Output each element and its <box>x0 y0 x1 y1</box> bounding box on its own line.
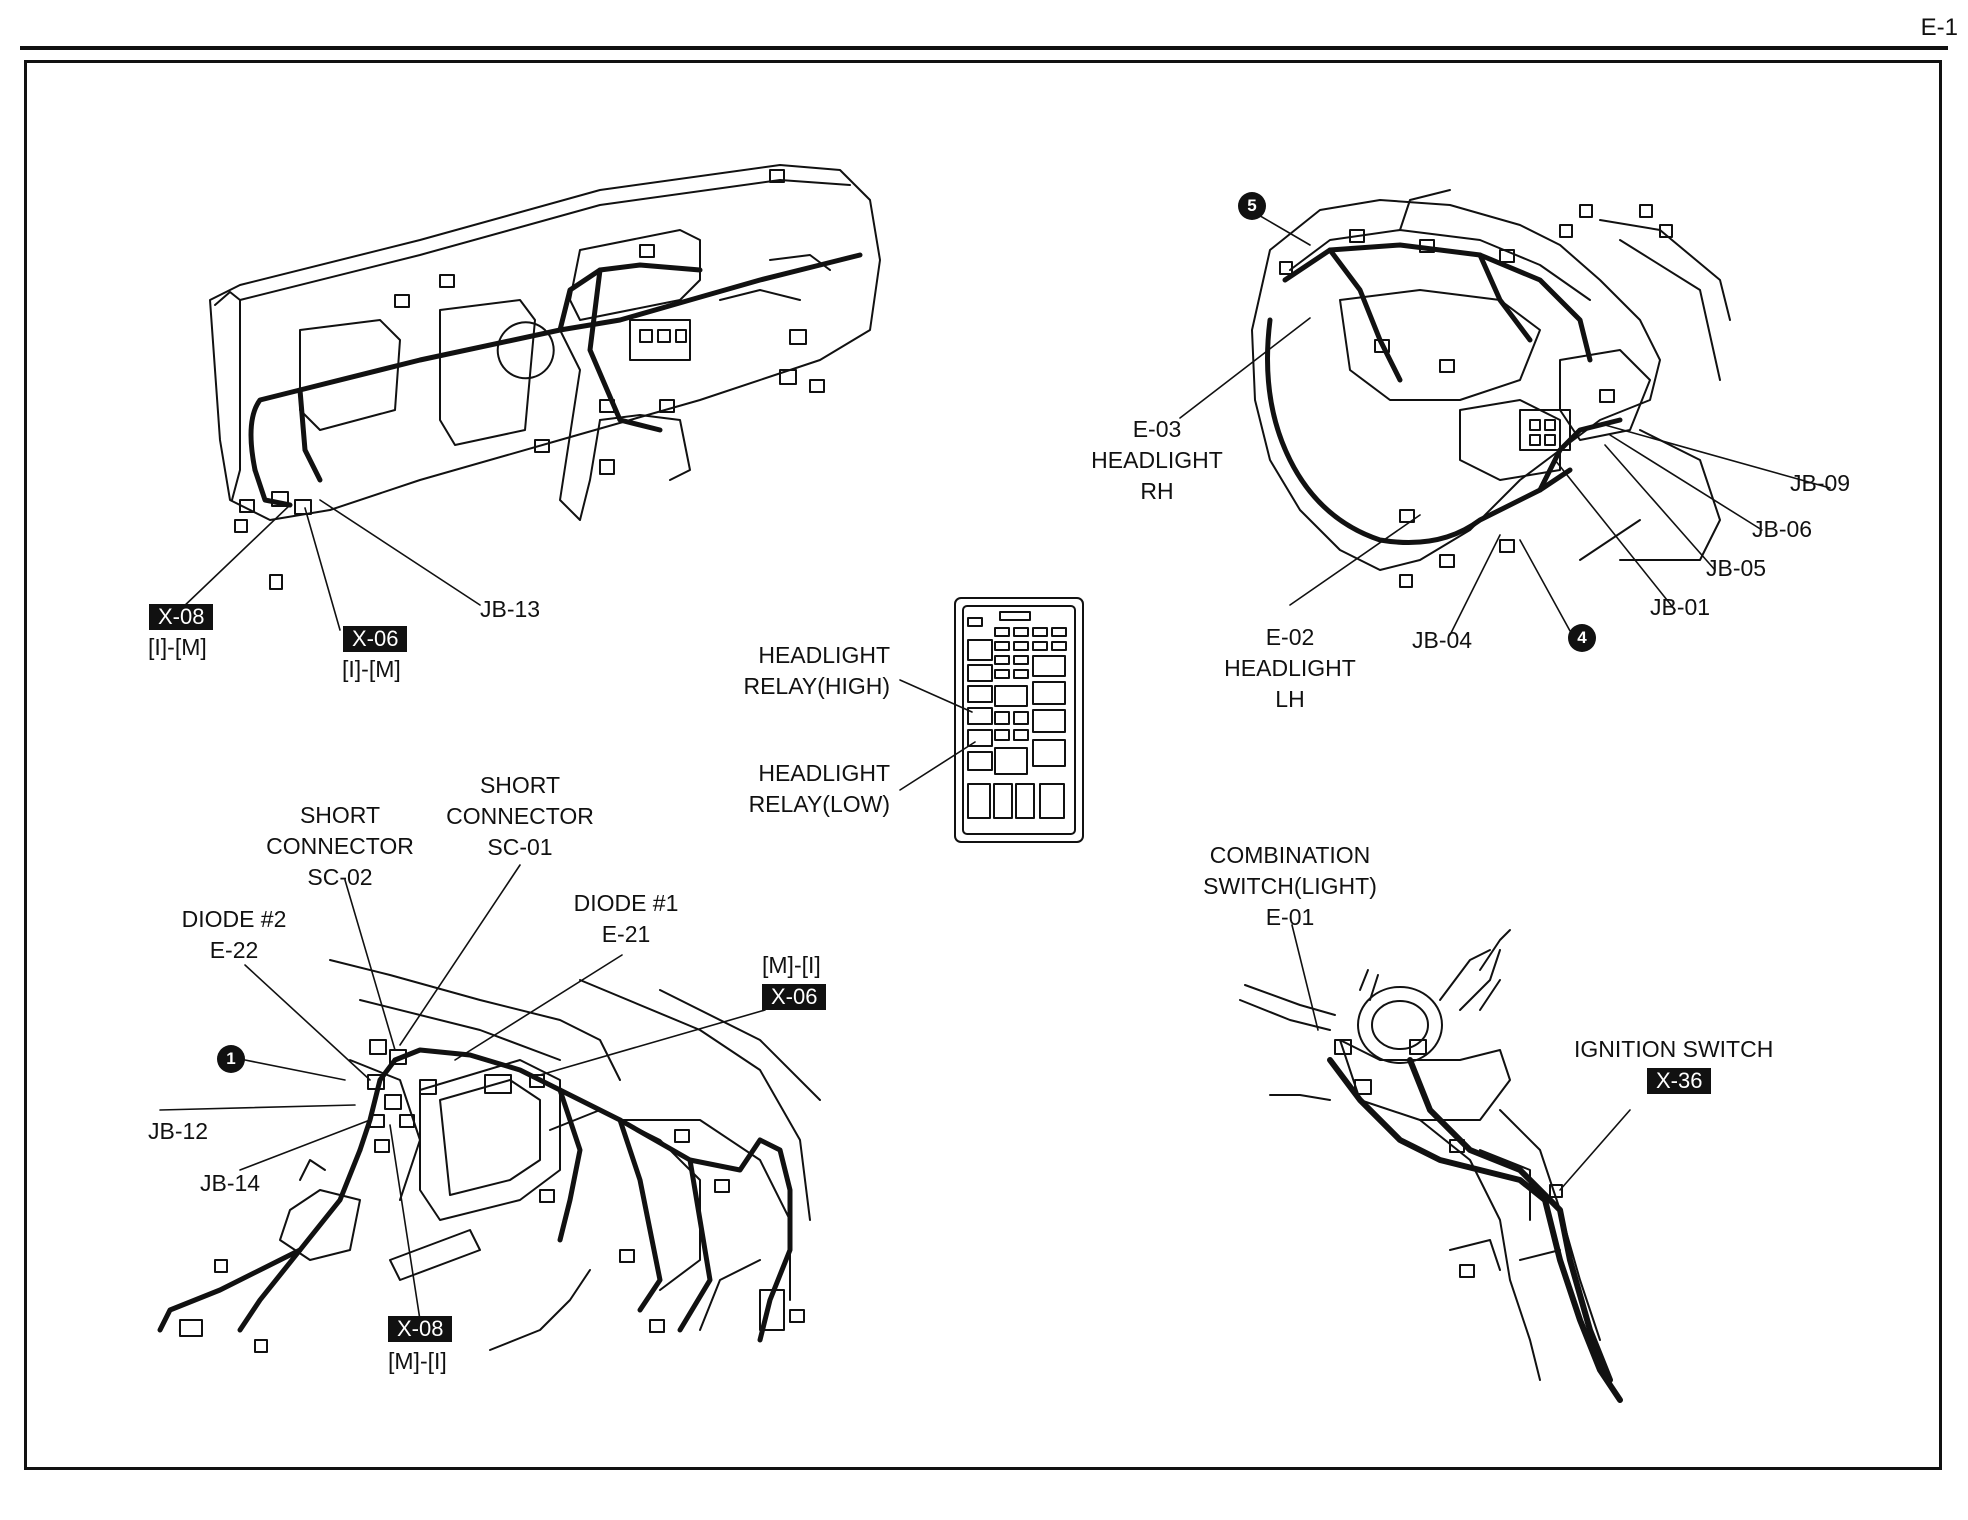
diode2-line2: E-22 <box>209 937 259 963</box>
steering-column-leader-lines <box>1291 924 1631 1191</box>
dashboard-harness <box>248 252 863 508</box>
combination-line3: E-01 <box>1265 904 1315 930</box>
relay-high-line2: RELAY(HIGH) <box>743 673 890 699</box>
relay-low-line2: RELAY(LOW) <box>748 791 890 817</box>
connector-tag-x06: X-06 <box>343 626 408 652</box>
label-short-connector-sc01: SHORT CONNECTOR SC-01 <box>440 770 600 863</box>
lower-dashboard-illustration <box>279 959 821 1351</box>
steering-column-connectors <box>1334 1039 1563 1278</box>
engine-bay-harness <box>1265 242 1623 545</box>
label-short-connector-sc02: SHORT CONNECTOR SC-02 <box>260 800 420 893</box>
headlight-rh-code: E-03 <box>1132 416 1182 442</box>
engine-bay-leader-lines <box>1179 209 1831 641</box>
lower-dashboard-connectors <box>179 1039 805 1353</box>
diagram-frame <box>24 60 1942 1470</box>
engine-bay-illustration <box>1251 189 1731 571</box>
page-number: E-1 <box>1920 14 1958 41</box>
combination-line2: SWITCH(LIGHT) <box>1203 873 1377 899</box>
diode1-line1: DIODE #1 <box>573 890 679 916</box>
label-combination-switch: COMBINATION SWITCH(LIGHT) E-01 <box>1180 840 1400 933</box>
combination-line1: COMBINATION <box>1209 842 1371 868</box>
headlight-lh-line2: LH <box>1275 686 1305 712</box>
label-jb05: JB-05 <box>1706 555 1767 581</box>
label-relay-low: HEADLIGHT RELAY(LOW) <box>718 758 890 820</box>
lower-dashboard-harness <box>157 1047 793 1343</box>
headlight-lh-line1: HEADLIGHT <box>1224 655 1356 681</box>
lower-dashboard-leader-lines <box>159 864 766 1321</box>
relay-box-illustration <box>954 597 1084 843</box>
label-jb01: JB-01 <box>1650 594 1711 620</box>
label-jb09: JB-09 <box>1790 470 1851 496</box>
label-diode1: DIODE #1 E-21 <box>562 888 690 950</box>
label-headlight-rh: E-03 HEADLIGHT RH <box>1082 414 1232 507</box>
dashboard-connectors <box>234 169 825 590</box>
connector-tag-x36: X-36 <box>1647 1068 1712 1094</box>
relay-high-line1: HEADLIGHT <box>758 642 890 668</box>
steering-column-illustration <box>1239 929 1601 1381</box>
header-rule <box>20 46 1948 50</box>
connector-pins-x06-lower: [M]-[I] <box>762 952 821 978</box>
label-jb04: JB-04 <box>1412 627 1473 653</box>
label-ignition-switch: IGNITION SWITCH <box>1574 1036 1774 1062</box>
steering-column-harness <box>1327 1057 1623 1403</box>
relay-low-line1: HEADLIGHT <box>758 760 890 786</box>
relay-box-leader-lines <box>899 679 976 791</box>
label-headlight-lh: E-02 HEADLIGHT LH <box>1215 622 1365 715</box>
dashboard-leader-lines <box>179 499 481 631</box>
label-jb14: JB-14 <box>200 1170 261 1196</box>
label-relay-high: HEADLIGHT RELAY(HIGH) <box>718 640 890 702</box>
label-diode2: DIODE #2 E-22 <box>170 904 298 966</box>
connector-tag-x08: X-08 <box>149 604 214 630</box>
diode1-line2: E-21 <box>601 921 651 947</box>
engine-bay-connectors <box>1279 204 1673 588</box>
connector-pins-x06: [I]-[M] <box>342 656 401 682</box>
marker-1: 1 <box>217 1045 245 1073</box>
label-jb06: JB-06 <box>1752 516 1813 542</box>
connector-pins-x08: [I]-[M] <box>148 634 207 660</box>
sc01-line2: CONNECTOR <box>446 803 594 829</box>
marker-5: 5 <box>1238 192 1266 220</box>
marker-4: 4 <box>1568 624 1596 652</box>
connector-tag-x06-lower: X-06 <box>762 984 827 1010</box>
connector-tag-x08-lower: X-08 <box>388 1316 453 1342</box>
sc01-line1: SHORT <box>479 772 561 798</box>
sc01-line3: SC-01 <box>487 834 553 860</box>
dashboard-illustration <box>209 164 881 521</box>
sc02-line1: SHORT <box>299 802 381 828</box>
sc02-line2: CONNECTOR <box>266 833 414 859</box>
label-jb12: JB-12 <box>148 1118 209 1144</box>
headlight-rh-line1: HEADLIGHT <box>1091 447 1223 473</box>
headlight-rh-line2: RH <box>1140 478 1174 504</box>
connector-pins-x08-lower: [M]-[I] <box>388 1348 447 1374</box>
headlight-lh-code: E-02 <box>1265 624 1315 650</box>
diode2-line1: DIODE #2 <box>181 906 287 932</box>
sc02-line3: SC-02 <box>307 864 373 890</box>
label-jb13: JB-13 <box>480 596 541 622</box>
